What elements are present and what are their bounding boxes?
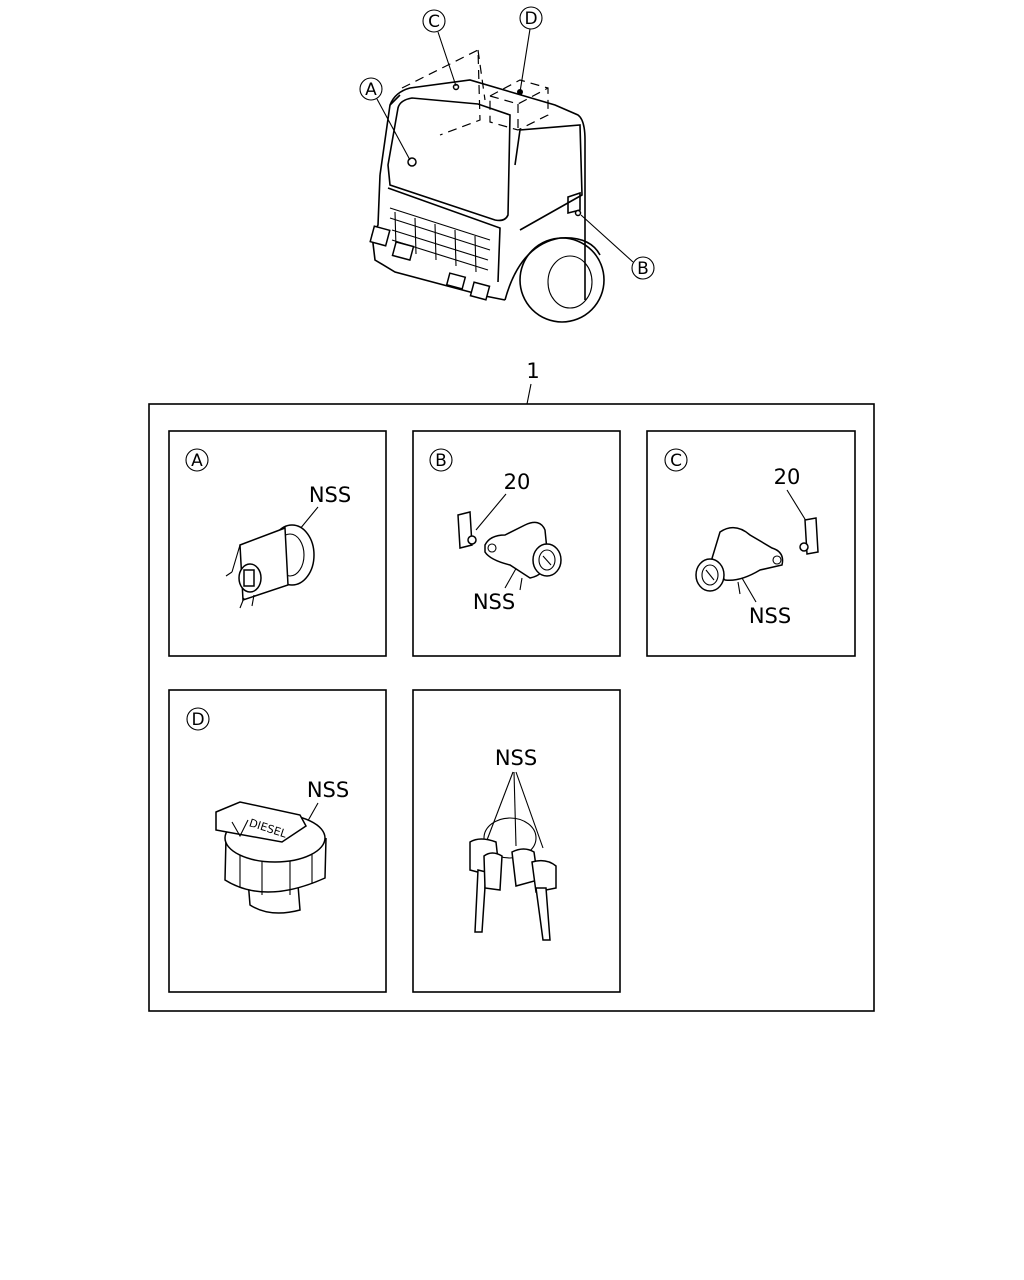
keys-drawing [469,817,557,941]
svg-text:C: C [670,451,682,471]
callout-a: A [359,77,411,161]
svg-text:20: 20 [774,465,801,489]
assembly-frame [148,403,875,1012]
callout-c: C [422,9,457,87]
callout-d: D [519,6,543,93]
svg-text:NSS: NSS [309,483,351,507]
svg-text:1: 1 [526,359,539,383]
door-lock-right-drawing [695,517,819,595]
svg-text:20: 20 [504,470,531,494]
svg-text:A: A [365,80,377,100]
panel-d: D NSS DIESEL [168,689,387,993]
panel-c: C 20 NSS [646,430,856,657]
callout-b: B [580,214,655,280]
svg-text:NSS: NSS [495,746,537,770]
svg-text:D: D [191,710,204,730]
svg-text:NSS: NSS [749,604,791,628]
svg-text:NSS: NSS [473,590,515,614]
svg-text:B: B [435,451,447,471]
panel-a: A NSS [168,430,387,657]
assembly-number: 1 [526,359,540,405]
door-lock-left-drawing [457,511,562,591]
svg-text:NSS: NSS [307,778,349,802]
fuel-cap-drawing: DIESEL [215,801,327,914]
svg-text:B: B [637,259,649,279]
panel-b: B 20 NSS [412,430,621,657]
truck-overview [369,49,605,323]
ignition-switch-drawing [225,524,315,609]
panel-keys: NSS [412,689,621,993]
svg-text:D: D [524,9,537,29]
svg-text:C: C [428,12,440,32]
svg-text:A: A [191,451,203,471]
